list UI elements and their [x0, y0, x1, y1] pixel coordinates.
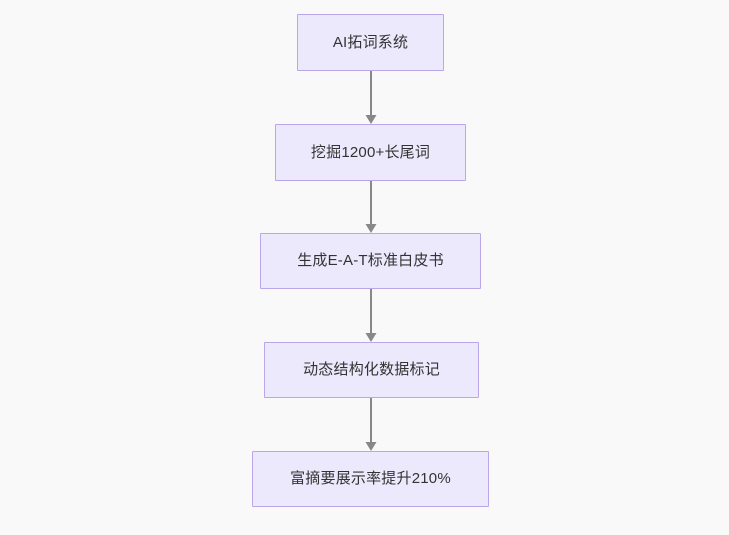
flowchart-node-n1[interactable]: AI拓词系统 [297, 14, 444, 71]
edge-arrowhead-e3 [365, 333, 377, 342]
edge-arrowhead-e4 [365, 442, 377, 451]
flowchart-node-n2[interactable]: 挖掘1200+长尾词 [275, 124, 466, 181]
flowchart-node-n4[interactable]: 动态结构化数据标记 [264, 342, 479, 398]
flowchart-node-label: 富摘要展示率提升210% [290, 470, 451, 487]
flowchart-node-n5[interactable]: 富摘要展示率提升210% [252, 451, 489, 507]
flowchart-node-label: AI拓词系统 [332, 33, 409, 51]
flowchart-node-label: 动态结构化数据标记 [303, 361, 440, 378]
edge-arrowhead-e2 [365, 224, 377, 233]
flowchart-node-label: 生成E-A-T标准白皮书 [297, 252, 444, 269]
flowchart-node-n3[interactable]: 生成E-A-T标准白皮书 [260, 233, 481, 289]
edge-arrowhead-e1 [365, 115, 377, 124]
flowchart-node-label: 挖掘1200+长尾词 [310, 143, 431, 161]
